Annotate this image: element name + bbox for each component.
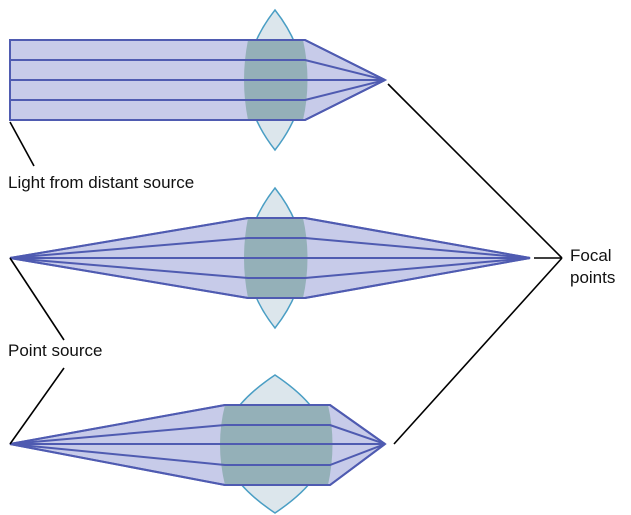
leader-focal-top — [387, 83, 563, 259]
leader-focal-bottom — [393, 257, 563, 445]
thick-lens-rays — [9, 404, 386, 486]
focal-points-label-line1: Focal — [570, 246, 612, 265]
leader-distant-source — [9, 121, 35, 167]
point-source-symmetric-diagram — [9, 186, 531, 330]
ray — [9, 404, 386, 445]
focal-points-label-line2: points — [570, 268, 616, 287]
parallel-rays — [10, 39, 386, 121]
ray — [9, 257, 531, 299]
ray — [10, 39, 386, 81]
leader-point-source-upper — [9, 257, 65, 341]
point-source-label: Point source — [8, 341, 103, 360]
ray — [9, 443, 386, 466]
ray — [10, 79, 386, 101]
parallel-beam-diagram — [9, 8, 388, 152]
ray — [9, 424, 386, 445]
ray — [9, 257, 531, 279]
point-source-thick-lens-diagram — [9, 374, 387, 514]
ray — [9, 217, 531, 259]
ray — [9, 237, 531, 259]
ray — [10, 59, 386, 81]
leader-lines — [9, 83, 563, 445]
leader-point-source-lower — [9, 367, 65, 445]
distant-source-label: Light from distant source — [8, 173, 195, 192]
symmetric-rays — [9, 217, 531, 299]
ray — [10, 79, 386, 121]
ray — [9, 443, 386, 486]
